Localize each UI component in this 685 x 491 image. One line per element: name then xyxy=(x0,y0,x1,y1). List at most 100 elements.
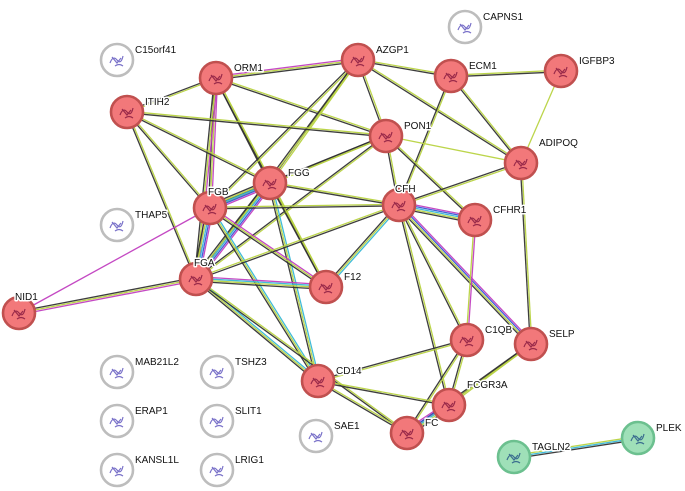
edge-line-olive xyxy=(209,207,327,288)
edge-line-black xyxy=(397,205,449,406)
node-slit1[interactable]: SLIT1 xyxy=(199,403,264,439)
edge-FGA-FC[interactable] xyxy=(195,277,408,435)
edge-FGB-NID1[interactable] xyxy=(18,207,211,314)
edge-FGG-F12[interactable] xyxy=(268,182,328,288)
edge-FGG-CFH[interactable] xyxy=(269,181,400,207)
edge-FGG-FGA[interactable] xyxy=(192,180,274,282)
node-tagln2[interactable]: TAGLN2 xyxy=(496,439,572,475)
edge-AZGP1-ADIPOQ[interactable] xyxy=(357,58,522,165)
edge-ITIH2-FGB[interactable] xyxy=(125,111,212,209)
node-itih2[interactable]: ITIH2 xyxy=(109,94,171,130)
edge-line-olive xyxy=(358,58,522,163)
edge-CFH-F12[interactable] xyxy=(324,203,401,289)
edge-line-magenta xyxy=(18,207,211,314)
edge-ECM1-ADIPOQ[interactable] xyxy=(449,75,523,164)
edge-ORM1-FGA[interactable] xyxy=(193,77,219,280)
edge-FGA-F12[interactable] xyxy=(195,275,327,291)
edge-ECM1-CFH[interactable] xyxy=(397,75,453,206)
edge-line-black xyxy=(208,208,326,289)
node-tshz3[interactable]: TSHZ3 xyxy=(199,354,269,390)
node-cd14[interactable]: CD14 xyxy=(300,363,364,399)
edge-FGA-NID1[interactable] xyxy=(18,276,197,316)
edge-ORM1-AZGP1[interactable] xyxy=(215,57,359,81)
node-selp[interactable]: SELP xyxy=(513,326,576,362)
node-kansl1l[interactable]: KANSL1L xyxy=(99,452,181,488)
node-cfhr1[interactable]: CFHR1 xyxy=(457,202,528,238)
node-c15orf41[interactable]: C15orf41 xyxy=(99,42,178,78)
edge-FGB-F12[interactable] xyxy=(208,206,328,289)
edge-line-black xyxy=(195,280,326,291)
edge-ITIH2-FGA[interactable] xyxy=(125,111,198,280)
node-capns1[interactable]: CAPNS1 xyxy=(447,9,525,45)
node-thap5[interactable]: THAP5 xyxy=(99,207,169,243)
node-fgg[interactable]: FGG xyxy=(252,165,311,201)
edge-FGB-CFH[interactable] xyxy=(209,203,400,210)
edge-line-olive xyxy=(450,69,562,76)
edge-line-olive xyxy=(399,204,469,340)
node-label: CFHR1 xyxy=(493,205,527,216)
node-mab21l2[interactable]: MAB21L2 xyxy=(99,354,181,390)
edge-C1QB-FC[interactable] xyxy=(405,339,469,434)
edge-line-olive xyxy=(209,203,400,208)
edge-ECM1-IGFBP3[interactable] xyxy=(450,69,562,78)
edge-C1QB-CD14[interactable] xyxy=(317,338,468,383)
edge-line-olive xyxy=(18,278,197,314)
edge-line-olive xyxy=(270,182,328,287)
edge-CFH-FCGR3A[interactable] xyxy=(397,204,451,406)
node-fga[interactable]: FGA xyxy=(178,257,216,297)
edge-ITIH2-FGG[interactable] xyxy=(126,110,271,185)
edge-AZGP1-FGB[interactable] xyxy=(208,58,360,210)
node-erap1[interactable]: ERAP1 xyxy=(99,403,170,439)
node-orm1[interactable]: ORM1 xyxy=(198,60,265,96)
edge-line-olive xyxy=(325,204,400,288)
edge-line-olive xyxy=(196,277,408,433)
protein-structure-icon xyxy=(209,465,224,477)
node-pon1[interactable]: PON1 xyxy=(368,118,433,154)
node-c1qb[interactable]: C1QB xyxy=(449,322,514,358)
node-f12[interactable]: F12 xyxy=(308,269,363,305)
protein-structure-icon xyxy=(202,203,217,215)
node-sae1[interactable]: SAE1 xyxy=(298,418,362,454)
edge-line-black xyxy=(269,183,400,207)
node-adipoq[interactable]: ADIPOQ xyxy=(503,137,580,181)
edge-ADIPOQ-SELP[interactable] xyxy=(519,162,533,345)
edge-line-black xyxy=(196,205,400,281)
edge-line-olive xyxy=(385,135,522,164)
node-label: AZGP1 xyxy=(376,45,409,56)
edge-line-cyan xyxy=(210,206,320,381)
node-label: CFH xyxy=(395,184,416,195)
edge-line-black xyxy=(397,75,451,205)
edge-TAGLN2-PLEK[interactable] xyxy=(513,435,639,460)
node-label: TAGLN2 xyxy=(532,442,571,453)
node-lrig1[interactable]: LRIG1 xyxy=(199,452,266,488)
edge-line-black xyxy=(192,180,269,278)
edge-CFH-SELP[interactable] xyxy=(396,202,534,347)
edge-CD14-FCGR3A[interactable] xyxy=(317,379,450,407)
node-nid1[interactable]: NID1 xyxy=(1,291,40,331)
edge-FGA-CFH[interactable] xyxy=(195,203,400,281)
edge-line-olive xyxy=(127,110,387,136)
edge-line-black xyxy=(514,438,639,460)
node-azgp1[interactable]: AZGP1 xyxy=(340,42,411,78)
edge-line-blue xyxy=(399,203,533,344)
edge-line-olive xyxy=(465,219,475,340)
node-fc[interactable]: FC xyxy=(389,415,440,451)
protein-structure-icon xyxy=(506,452,521,464)
edge-CFHR1-C1QB[interactable] xyxy=(465,219,477,341)
edge-ORM1-PON1[interactable] xyxy=(215,76,387,138)
node-cfh[interactable]: CFH xyxy=(381,183,417,223)
protein-structure-icon xyxy=(11,308,26,320)
edge-PON1-CFHR1[interactable] xyxy=(385,134,476,222)
edge-CFH-C1QB[interactable] xyxy=(397,204,469,341)
node-plek[interactable]: PLEK xyxy=(620,420,683,456)
edge-ADIPOQ-CFH[interactable] xyxy=(398,161,522,207)
edge-PON1-ADIPOQ[interactable] xyxy=(385,135,522,164)
node-label: C15orf41 xyxy=(135,45,177,56)
node-igfbp3[interactable]: IGFBP3 xyxy=(543,53,617,89)
edge-line-black xyxy=(126,112,386,138)
edge-ITIH2-PON1[interactable] xyxy=(126,110,387,138)
node-ecm1[interactable]: ECM1 xyxy=(433,58,499,94)
node-fcgr3a[interactable]: FCGR3A xyxy=(431,379,509,423)
node-fgb[interactable]: FGB xyxy=(192,186,230,226)
